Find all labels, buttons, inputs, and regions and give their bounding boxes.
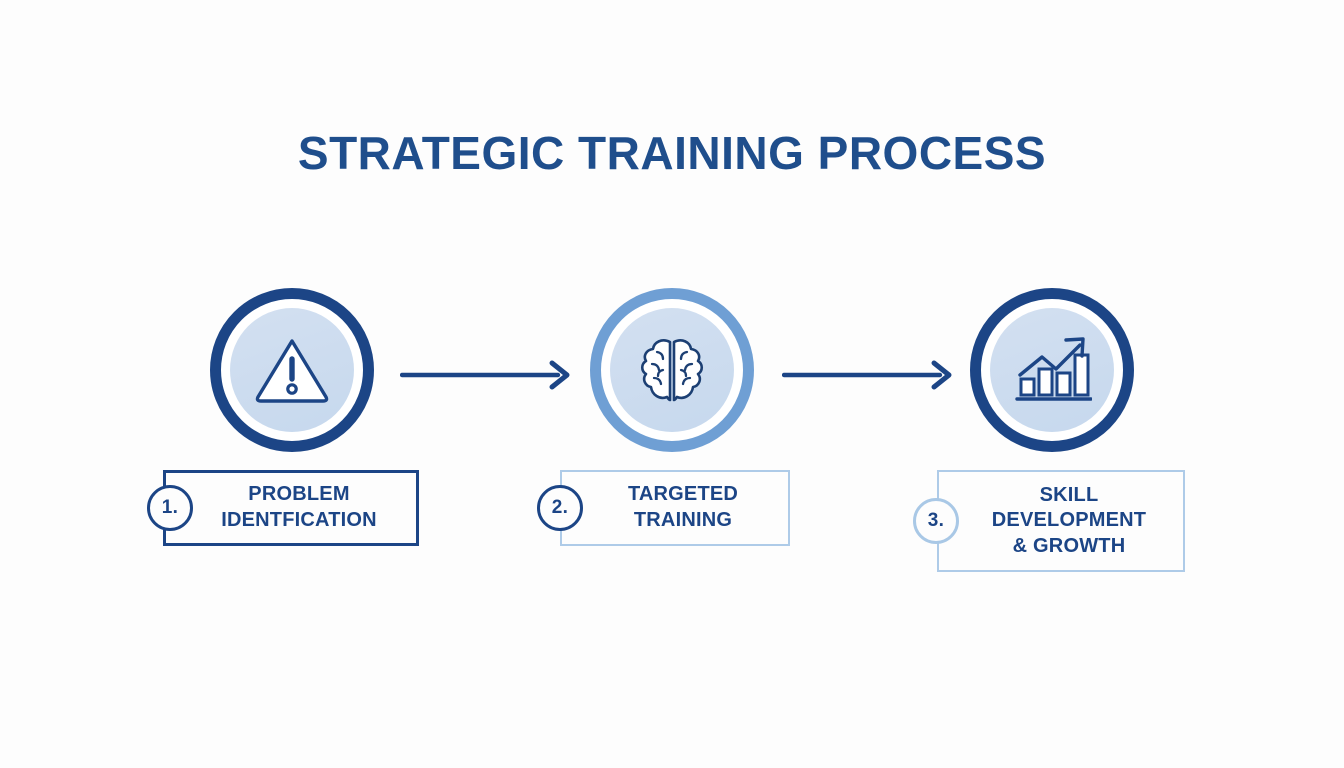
step-label-3-line2: DEVELOPMENT [991,509,1147,532]
step-label-text-2: TARGETED TRAINING [602,482,748,533]
arrow-step1-to-step2 [400,360,572,390]
step-node-2-fill [610,308,734,432]
growth-bar-chart-icon [1012,333,1092,407]
brain-icon [635,334,709,406]
step-label-3-line1: SKILL [1039,483,1099,506]
step-label-3-line3: & GROWTH [1012,534,1126,557]
arrow-step2-to-step3 [782,360,954,390]
warning-triangle-icon [254,335,330,405]
step-node-1[interactable] [210,288,374,452]
step-badge-1[interactable]: 1. [147,485,193,531]
step-node-3[interactable] [970,288,1134,452]
step-badge-3-number: 3. [927,510,945,531]
step-badge-1-number: 1. [161,497,179,518]
step-label-text-3: SKILL DEVELOPMENT & GROWTH [966,483,1156,560]
page-title: STRATEGIC TRAINING PROCESS [297,127,1047,179]
step-label-1-line1: PROBLEM [248,483,350,506]
step-node-3-fill [990,308,1114,432]
step-node-2[interactable] [590,288,754,452]
step-label-2-line1: TARGETED [627,483,739,506]
step-badge-3[interactable]: 3. [913,498,959,544]
step-label-box-1[interactable]: PROBLEM IDENTFICATION [163,470,419,546]
step-label-2-line2: TRAINING [633,509,733,531]
step-label-box-2[interactable]: TARGETED TRAINING [560,470,790,546]
step-badge-2[interactable]: 2. [537,485,583,531]
step-label-text-1: PROBLEM IDENTFICATION [195,482,387,533]
step-label-1-line2: IDENTFICATION [221,509,377,531]
step-node-1-fill [230,308,354,432]
step-label-box-3[interactable]: SKILL DEVELOPMENT & GROWTH [937,470,1185,572]
step-badge-2-number: 2. [551,497,569,518]
